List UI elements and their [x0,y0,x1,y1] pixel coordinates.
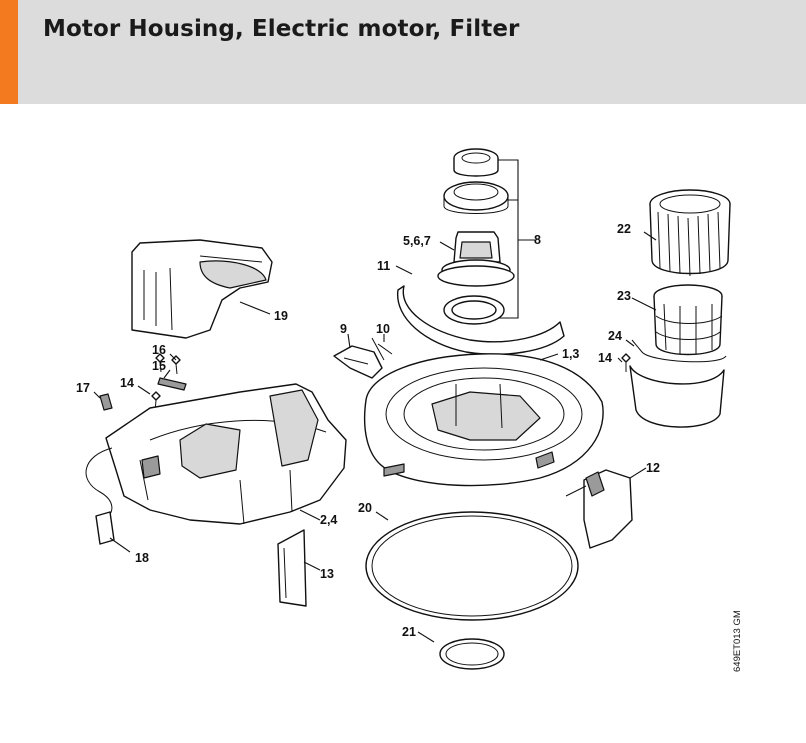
callout-17: 17 [76,381,90,395]
callout-19: 19 [274,309,288,323]
part-5-6-7-motor[interactable] [437,231,515,287]
callout-20: 20 [358,501,372,515]
part-9-clamp[interactable] [333,345,383,379]
part-8-ring-top[interactable] [453,148,499,177]
callout-18: 18 [135,551,149,565]
callout-13: 13 [320,567,334,581]
part-19-upper-cover[interactable] [131,239,273,339]
part-24-filter-dish[interactable] [629,339,727,428]
part-12-bracket[interactable] [565,469,633,549]
part-21-small-ring[interactable] [439,638,505,670]
part-14-screw-right[interactable] [621,353,631,372]
callout-24: 24 [608,329,622,343]
callout-2-4: 2,4 [320,513,337,527]
callout-9: 9 [340,322,347,336]
part-15-strip[interactable] [157,377,187,391]
part-10-spring[interactable] [371,337,393,361]
part-14-screw-left[interactable] [151,391,161,413]
callout-23: 23 [617,289,631,303]
callout-22: 22 [617,222,631,236]
callout-16: 16 [152,343,166,357]
part-2-4-motor-housing[interactable] [105,383,347,525]
part-20-gasket-ring[interactable] [365,511,579,621]
part-18-cable[interactable] [85,447,115,545]
header-accent-stripe [0,0,18,104]
part-16-screws[interactable] [155,353,181,375]
callout-1-3: 1,3 [562,347,579,361]
callout-12: 12 [646,461,660,475]
leader-lines [93,159,657,643]
callout-14-right: 14 [598,351,612,365]
page-title: Motor Housing, Electric motor, Filter [43,16,520,42]
drawing-code: 649ET013 GM [732,610,743,672]
part-11-seal-strip[interactable] [397,285,565,355]
part-22-cartridge-filter[interactable] [649,189,731,277]
header-bar [0,0,806,104]
part-13-cover-panel[interactable] [277,529,307,607]
callout-10: 10 [376,322,390,336]
callout-15: 15 [152,359,166,373]
part-17-switch[interactable] [99,393,113,411]
part-1-3-housing[interactable] [363,353,604,487]
callout-14-left: 14 [120,376,134,390]
callout-labels: 19 8 5,6,7 11 9 10 1,3 22 23 24 14 16 15… [76,222,660,639]
callout-11: 11 [377,259,390,273]
callout-8: 8 [534,233,541,247]
callout-21: 21 [402,625,416,639]
part-8-gasket[interactable] [443,295,505,325]
part-8-flange[interactable] [443,181,509,214]
part-23-filter-basket[interactable] [653,284,723,356]
callout-5-6-7: 5,6,7 [403,234,431,248]
